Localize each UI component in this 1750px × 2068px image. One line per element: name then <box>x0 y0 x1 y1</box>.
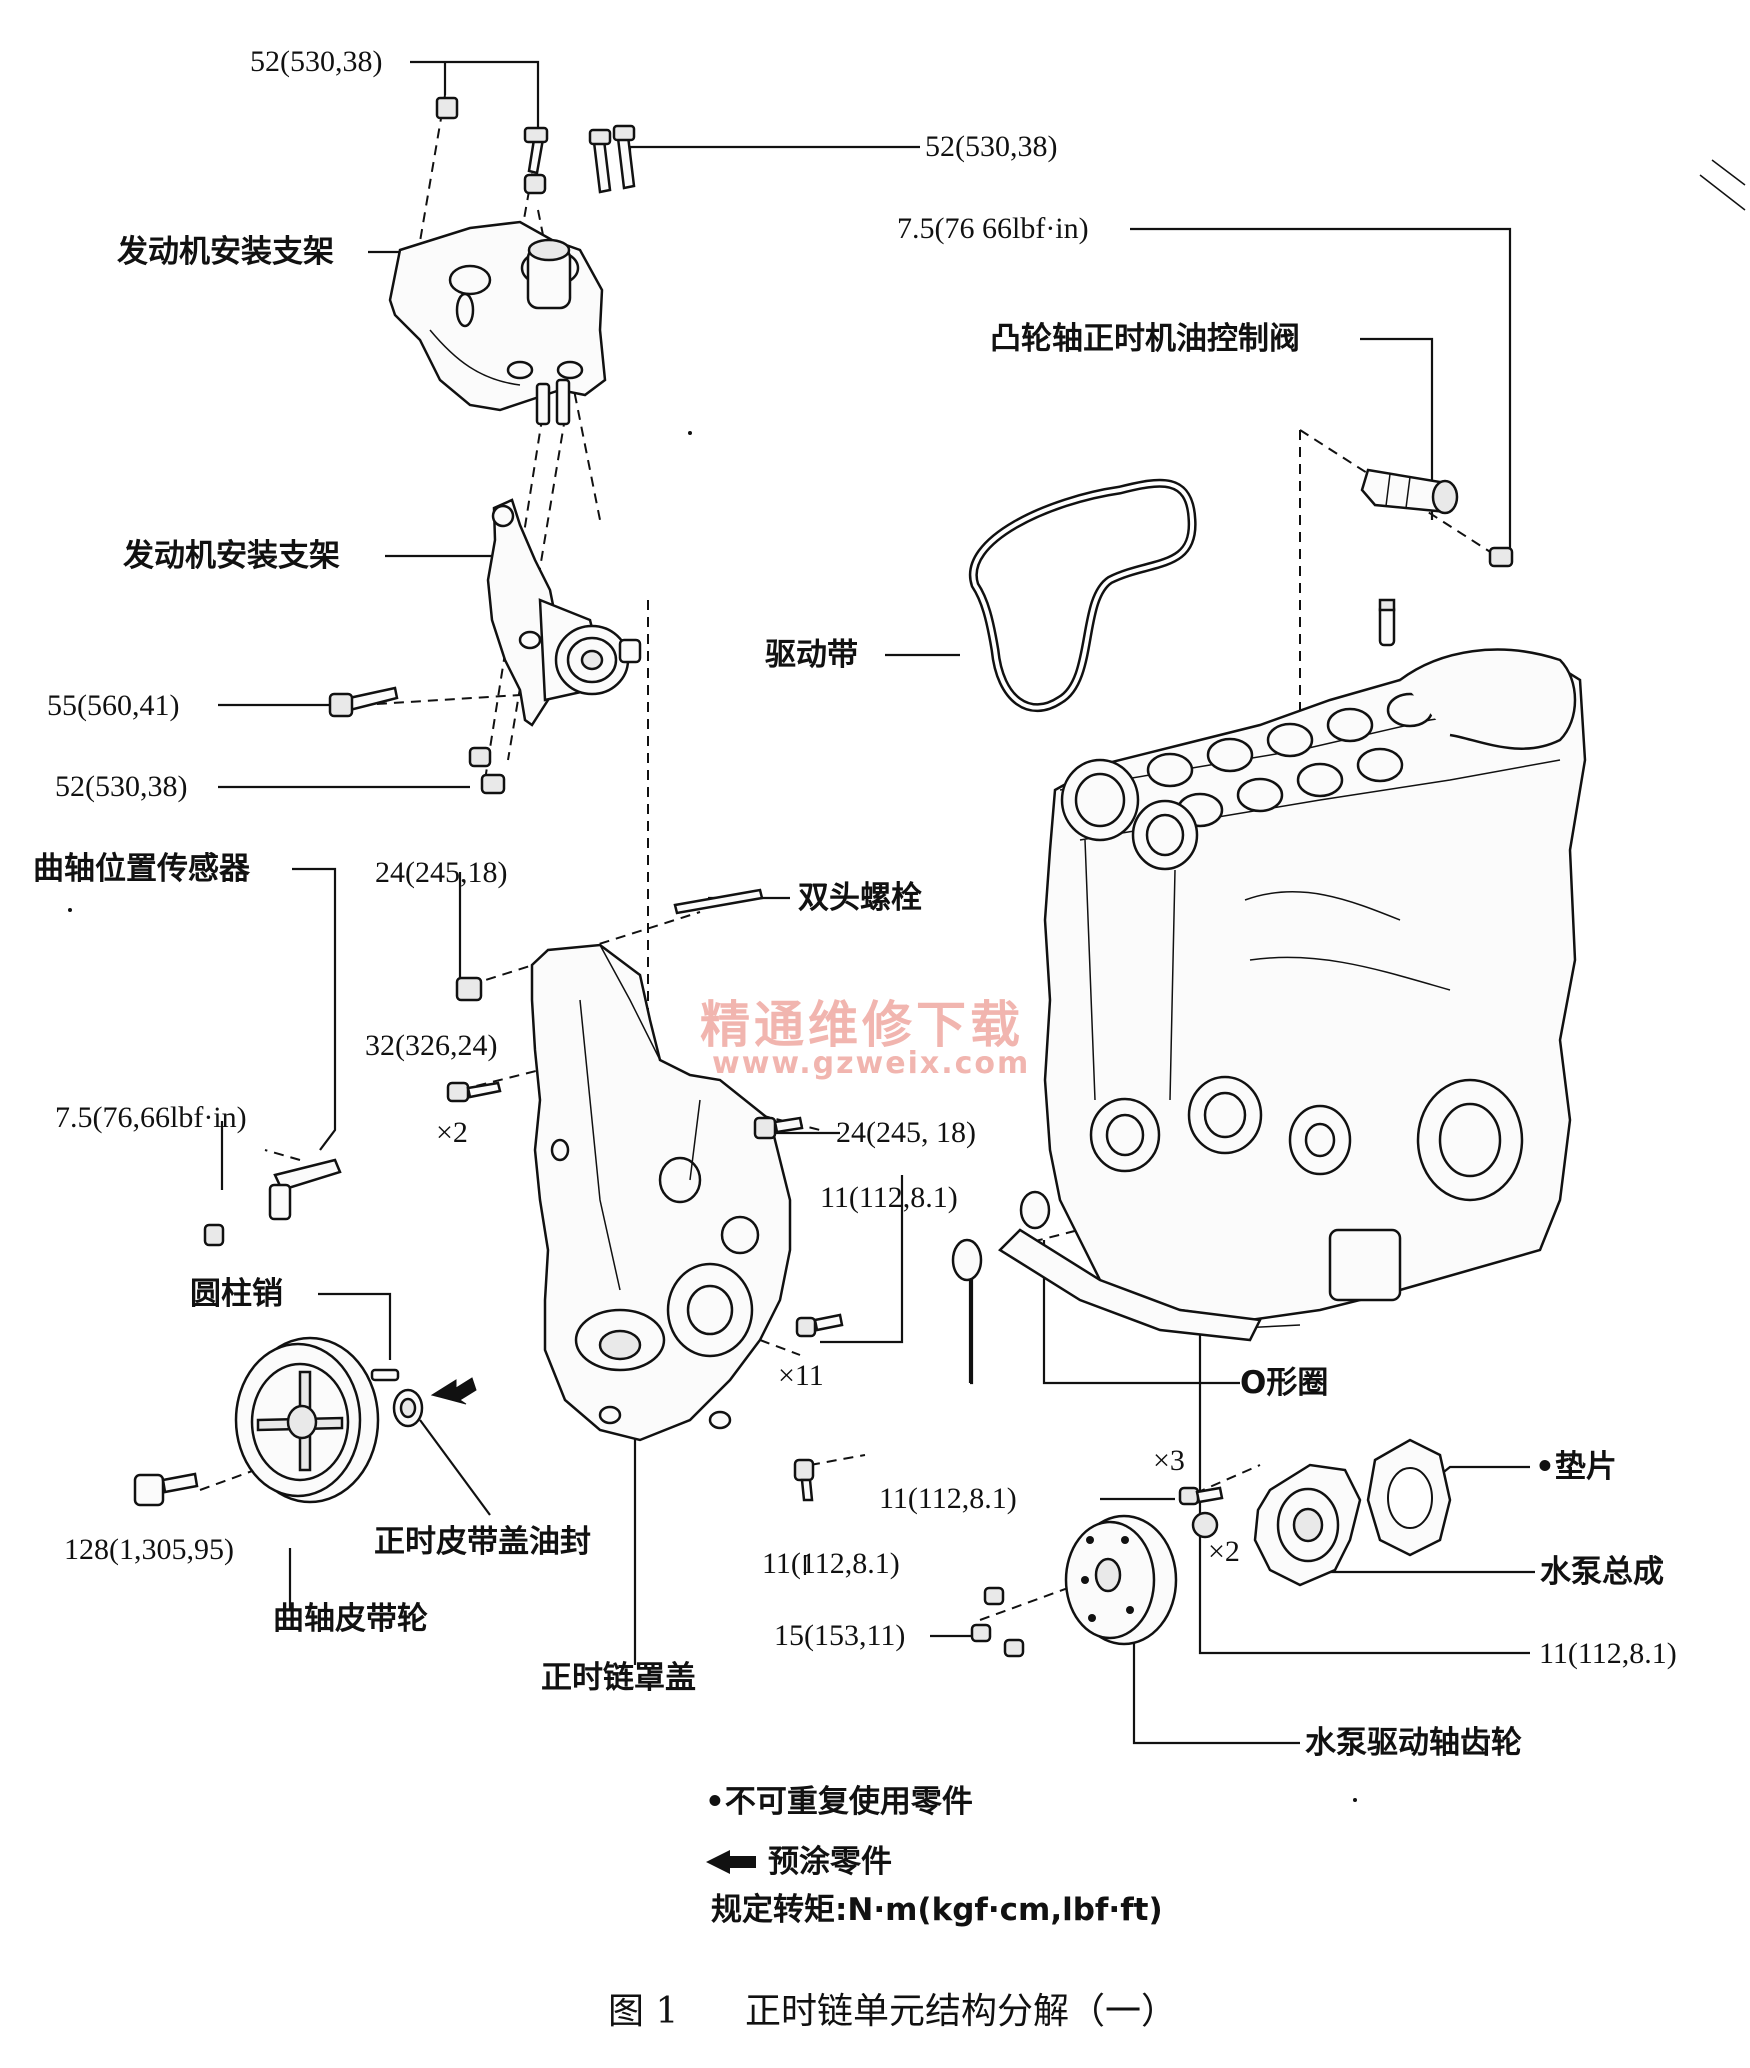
torque-15: 15(153,11) <box>774 1619 906 1652</box>
torque-11-bottom: 11(112,8.1) <box>762 1547 900 1580</box>
torque-128: 128(1,305,95) <box>64 1533 234 1566</box>
torque-32: 32(326,24) <box>365 1029 498 1062</box>
torque-top-right: 52(530,38) <box>925 130 1058 163</box>
label-crankshaft-pulley: 曲轴皮带轮 <box>273 1601 428 1637</box>
label-timing-belt-cover-oil-seal: 正时皮带盖油封 <box>374 1524 591 1560</box>
o-rings <box>951 1190 1051 1282</box>
crank-position-sensor <box>203 1158 342 1247</box>
upper-fasteners <box>435 96 636 426</box>
watermark-url: www.gzweix.com <box>712 1046 1031 1081</box>
label-straight-pin: 圆柱销 <box>190 1276 283 1312</box>
figure-number: 图 1 <box>608 1991 679 2032</box>
gasket-text: 垫片 <box>1554 1449 1617 1485</box>
precoated-arrow-icon <box>706 1850 756 1874</box>
torque-top-left: 52(530,38) <box>250 45 383 78</box>
label-timing-chain-cover: 正时链罩盖 <box>541 1660 696 1696</box>
engine-mount-bracket-upper <box>388 220 607 412</box>
torque-52-lower: 52(530,38) <box>55 770 188 803</box>
water-pump-assembly <box>1178 1463 1362 1587</box>
label-water-pump-drive-gear: 水泵驱动轴齿轮 <box>1305 1725 1522 1761</box>
torque-55: 55(560,41) <box>47 689 180 722</box>
torque-11-cover: 11(112,8.1) <box>820 1181 958 1214</box>
qty-x2-left: ×2 <box>436 1116 468 1149</box>
qty-x3: ×3 <box>1153 1444 1185 1477</box>
gasket-part <box>1366 1438 1452 1557</box>
cam-timing-oil-control-valve <box>1360 468 1514 568</box>
qty-x2-pump: ×2 <box>1208 1535 1240 1568</box>
legend-precoated: 预涂零件 <box>768 1844 892 1880</box>
lower-bracket-bolts <box>328 686 506 795</box>
qty-x11: ×11 <box>778 1359 824 1392</box>
label-gasket: •垫片 <box>1535 1449 1617 1485</box>
engine-assembly <box>998 598 1587 1342</box>
torque-ocv: 7.5(76 66lbf·in) <box>897 212 1089 245</box>
gasket-dot: • <box>1535 1449 1555 1485</box>
label-ocv: 凸轮轴正时机油控制阀 <box>990 321 1300 357</box>
pin-and-oil-seal <box>370 1368 477 1428</box>
watermark-title: 精通维修下载 <box>700 996 1024 1054</box>
legend-non-reusable: •不可重复使用零件 <box>705 1784 973 1820</box>
torque-11-pump-right: 11(112,8.1) <box>1539 1637 1677 1670</box>
label-engine-mount-bracket-upper: 发动机安装支架 <box>117 234 334 270</box>
label-o-ring: O形圈 <box>1240 1365 1329 1401</box>
torque-sensor: 7.5(76,66lbf·in) <box>55 1101 247 1134</box>
torque-11-pump-left: 11(112,8.1) <box>879 1482 1017 1515</box>
cover-fasteners <box>446 888 844 1502</box>
label-water-pump-assy: 水泵总成 <box>1540 1554 1664 1590</box>
label-stud-bolt: 双头螺栓 <box>798 880 922 916</box>
label-drive-belt: 驱动带 <box>765 637 858 673</box>
label-crank-position-sensor: 曲轴位置传感器 <box>33 851 250 887</box>
legend-torque-unit: 规定转矩:N·m(kgf·cm,lbf·ft) <box>711 1892 1163 1928</box>
label-engine-mount-bracket-lower: 发动机安装支架 <box>123 538 340 574</box>
scan-specks <box>68 159 1746 1802</box>
drive-belt <box>968 478 1197 713</box>
torque-24-right: 24(245, 18) <box>836 1116 976 1149</box>
figure-title: 正时链单元结构分解（一） <box>745 1991 1178 2032</box>
timing-chain-cover <box>530 943 792 1442</box>
engine-mount-bracket-lower <box>486 498 642 727</box>
torque-24-top: 24(245,18) <box>375 856 508 889</box>
water-pump-drive-gear <box>970 1514 1178 1658</box>
crankshaft-pulley <box>133 1336 380 1507</box>
